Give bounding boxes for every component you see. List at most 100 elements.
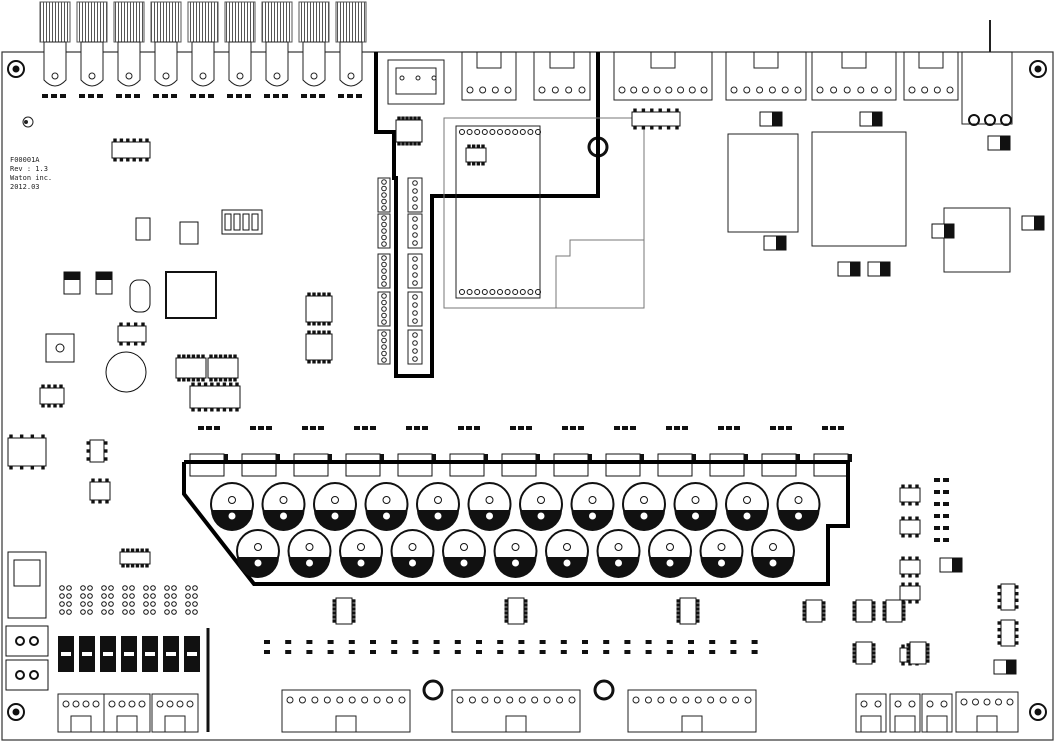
ic-chip	[882, 599, 906, 623]
pad	[15, 636, 25, 646]
mosfet-body	[189, 453, 225, 477]
capacitor	[364, 482, 409, 531]
header-strip	[377, 291, 423, 327]
capacitor	[699, 529, 744, 578]
smd-pad-group	[458, 426, 480, 430]
capacitor	[236, 529, 280, 578]
pin	[108, 609, 114, 615]
pin	[192, 585, 198, 591]
ic-chip	[332, 597, 356, 625]
terminal-connector	[613, 51, 713, 101]
heatsink-fin	[76, 1, 108, 43]
crystal	[129, 279, 151, 313]
left-components	[7, 138, 263, 568]
pin	[66, 609, 72, 615]
smd-pad-group	[934, 526, 949, 530]
pin	[185, 585, 191, 591]
pin	[129, 601, 135, 607]
capacitor	[313, 482, 357, 531]
mounting-hole	[1029, 703, 1047, 721]
led-indicator	[22, 116, 34, 128]
right-components	[631, 108, 1045, 675]
pin	[171, 601, 177, 607]
smd-pad-group	[603, 640, 610, 644]
mosfet-body	[241, 453, 277, 477]
smd-pad-group	[348, 650, 355, 654]
smd-pad-group	[624, 640, 631, 644]
electrolytic-capacitor	[867, 261, 891, 277]
pin	[527, 129, 534, 135]
smd-pad-group	[822, 426, 844, 430]
pin	[122, 601, 128, 607]
terminal-connector	[103, 693, 151, 733]
pin	[59, 609, 65, 615]
pin	[80, 601, 86, 607]
smd-pad-group	[582, 650, 588, 654]
electrolytic-capacitor	[993, 659, 1017, 675]
mounting-hole	[7, 703, 25, 721]
smd-pad-group	[153, 94, 177, 98]
pin	[164, 609, 170, 615]
transistor-body	[265, 41, 289, 87]
smd-pad-group	[354, 426, 376, 430]
pin	[150, 609, 156, 615]
ic-chip	[465, 144, 487, 166]
ic-chip	[207, 354, 239, 382]
dip-lever	[224, 213, 232, 231]
smd-pad-group	[190, 94, 214, 98]
capacitor-bank-outline	[182, 460, 850, 586]
smd-pad-group	[412, 650, 419, 654]
smd-pad-group	[301, 94, 325, 98]
smd-pad-group	[338, 94, 362, 98]
smd-pad-group	[730, 640, 737, 644]
pin	[108, 601, 114, 607]
electrolytic-capacitor	[837, 261, 861, 277]
smd-pad-group	[751, 650, 758, 654]
terminal-connector	[855, 693, 887, 733]
transistor-body	[80, 41, 104, 87]
fuse-holder	[5, 659, 49, 691]
capacitor	[751, 529, 795, 578]
header-strip	[377, 329, 423, 365]
ic-chip	[631, 108, 681, 130]
capacitor	[390, 529, 435, 578]
ic-chip	[899, 516, 921, 538]
terminal-connector	[725, 51, 807, 101]
pin	[87, 585, 93, 591]
smd-pad-group	[751, 640, 758, 644]
ic-chip	[802, 599, 826, 623]
pin	[164, 601, 170, 607]
terminal-connector	[955, 691, 1019, 733]
smd-pad-group	[934, 478, 949, 482]
heatsink-fin	[335, 1, 367, 43]
smd-pad-group	[433, 640, 440, 644]
top-transistor-row	[39, 1, 367, 98]
smd-pad-group	[539, 650, 546, 654]
smd-pad-group	[42, 94, 66, 98]
pin	[129, 585, 135, 591]
pin	[466, 289, 473, 295]
header-strip	[377, 253, 423, 289]
smd-pad-group	[934, 490, 949, 494]
smd-pad-group	[391, 650, 398, 654]
pin	[101, 585, 107, 591]
pin	[80, 609, 86, 615]
pin	[87, 593, 93, 599]
capacitor	[596, 529, 641, 578]
pad	[1000, 114, 1012, 126]
electrolytic-capacitor	[759, 111, 783, 127]
terminal-connector	[627, 689, 757, 733]
dip-lever	[251, 213, 259, 231]
pin	[80, 593, 86, 599]
pin	[80, 585, 86, 591]
revision: Rev : 1.3	[10, 165, 48, 173]
transistor-body	[302, 41, 326, 87]
smd-pad-group	[370, 650, 376, 654]
capacitor	[339, 529, 383, 578]
smd-pad-group	[666, 640, 673, 644]
smd-pad-group	[688, 640, 694, 644]
pin	[474, 129, 481, 135]
pin	[527, 289, 534, 295]
pad	[984, 114, 996, 126]
board-outline	[1, 51, 1054, 741]
